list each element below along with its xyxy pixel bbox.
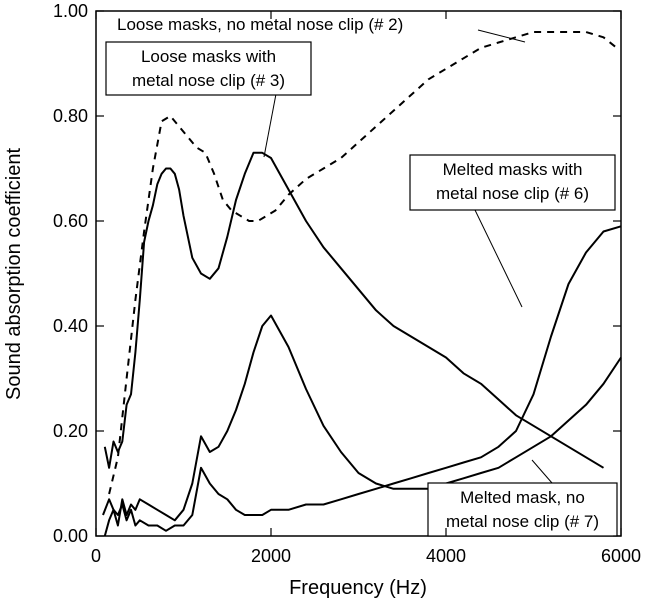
annotation-leaders [263, 29, 553, 484]
plot-frame [95, 10, 622, 537]
y-tick-label: 0.40 [53, 316, 88, 336]
annotation-text: metal nose clip (# 3) [132, 71, 285, 90]
series-line-2 [103, 151, 605, 469]
annotation-text: Loose masks, no metal nose clip (# 2) [117, 15, 403, 34]
annotation-text: Melted masks with [443, 160, 583, 179]
annotation-4: Melted mask, no metal nose clip (# 7) [427, 482, 618, 537]
annotation-box [427, 482, 618, 537]
plot-area [95, 10, 622, 537]
series-line-1 [108, 31, 618, 495]
y-tick-label: 0.00 [53, 526, 88, 546]
series-line-4 [103, 314, 622, 537]
x-tick-label: 2000 [251, 546, 291, 566]
annotation-1: Loose masks, no metal nose clip (# 2) [117, 15, 403, 34]
ticks-layer: 0 2000 4000 6000 0.00 0.20 0.40 0.60 0.80 1.00 [53, 1, 641, 566]
x-tick-label: 4000 [426, 546, 466, 566]
annotation-box [409, 154, 616, 211]
leader-line-2 [263, 93, 277, 158]
y-tick-label: 0.60 [53, 211, 88, 231]
series-layer [102, 31, 622, 537]
y-tick-label: 0.20 [53, 421, 88, 441]
annotation-2: Loose masks with metal nose clip (# 3) [105, 41, 312, 96]
leader-line-4 [531, 459, 553, 484]
x-tick-label: 0 [91, 546, 101, 566]
x-tick-label: 6000 [601, 546, 641, 566]
y-axis-title: Sound absorption coefficient [3, 148, 25, 400]
annotation-3: Melted masks with metal nose clip (# 6) [409, 154, 616, 211]
annotation-text: metal nose clip (# 7) [446, 512, 599, 531]
annotation-text: Loose masks with [141, 47, 276, 66]
x-axis-title: Frequency (Hz) [289, 577, 427, 599]
y-tick-label: 0.80 [53, 106, 88, 126]
annotation-layer: Loose masks, no metal nose clip (# 2) Loo… [105, 15, 618, 537]
leader-line-1 [477, 29, 526, 43]
leader-line-3 [474, 209, 523, 308]
annotation-text: Melted mask, no [460, 488, 585, 507]
series-line-3 [102, 225, 622, 532]
annotation-box [105, 41, 312, 96]
annotation-text: metal nose clip (# 6) [436, 184, 589, 203]
y-tick-label: 1.00 [53, 1, 88, 21]
